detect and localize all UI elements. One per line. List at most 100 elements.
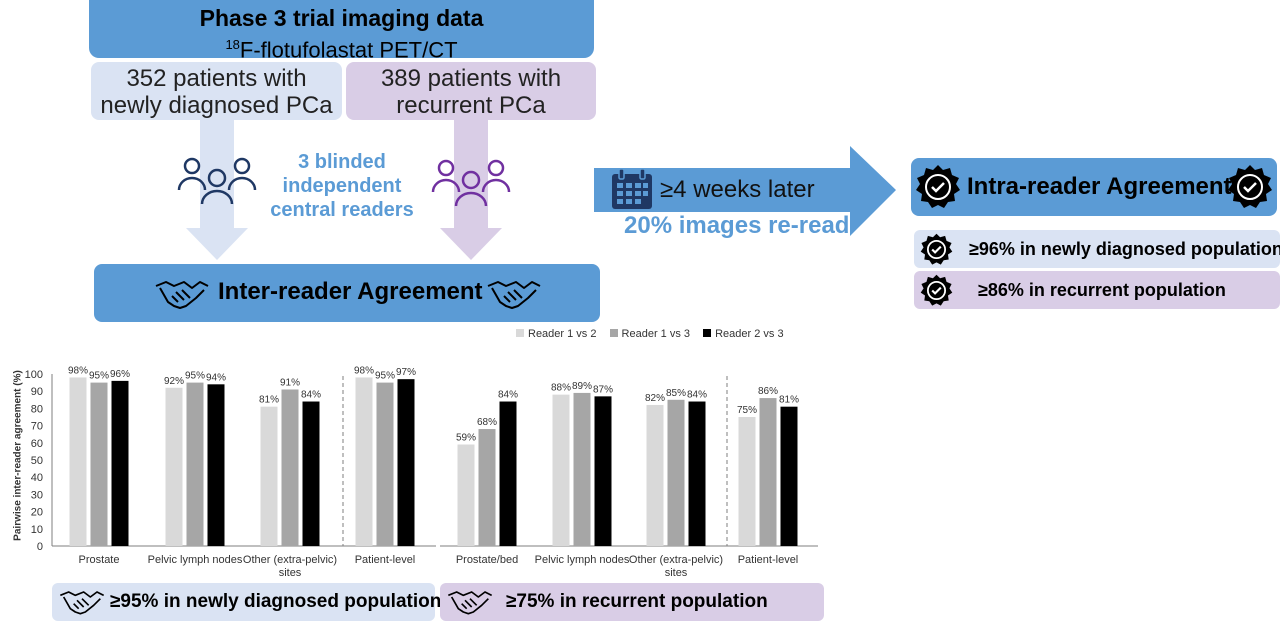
bar [738, 417, 756, 546]
trial-title: Phase 3 trial imaging data [199, 5, 484, 31]
weeks-later-text: ≥4 weeks later [660, 176, 815, 203]
data-label: 85% [666, 388, 686, 399]
trial-title-box: Phase 3 trial imaging data 18F-flotufola… [89, 0, 594, 62]
bar [302, 401, 320, 546]
bar [69, 377, 87, 546]
y-tick-label: 10 [31, 524, 43, 536]
data-label: 89% [572, 381, 592, 392]
summary-recurrent-label: ≥75% in recurrent population [506, 591, 768, 612]
y-tick-label: 90 [31, 386, 43, 398]
y-tick-label: 40 [31, 472, 43, 484]
bar [376, 382, 394, 546]
bar [594, 396, 612, 546]
bar [780, 406, 798, 546]
bar [207, 384, 225, 546]
data-label: 95% [375, 371, 395, 382]
bar [281, 389, 299, 546]
y-tick-label: 20 [31, 507, 43, 519]
legend-item: Reader 1 vs 3 [609, 328, 690, 340]
down-arrow-newly [186, 118, 248, 260]
intra-newly-diagnosed-box: ≥96% in newly diagnosed population [914, 230, 1280, 268]
bar [646, 404, 664, 546]
data-label: 81% [779, 395, 799, 406]
data-label: 84% [301, 390, 321, 401]
readers-icon-blue [177, 157, 257, 205]
intra-reader-agreement-box: Intra-reader Agreement [911, 158, 1277, 216]
data-label: 98% [68, 365, 88, 376]
data-label: 91% [280, 377, 300, 388]
x-tick-label: Prostate/bed [456, 554, 518, 566]
data-label: 96% [110, 369, 130, 380]
y-tick-label: 0 [37, 541, 43, 553]
data-label: 97% [396, 367, 416, 378]
images-reread-text: 20% images re-read [624, 212, 850, 239]
data-label: 59% [456, 433, 476, 444]
handshake-icon [60, 591, 105, 615]
blinded-readers-text: 3 blinded independent central readers [270, 151, 414, 221]
data-label: 86% [758, 386, 778, 397]
bar [90, 382, 108, 546]
intra-newly-diagnosed-label: ≥96% in newly diagnosed population [969, 239, 1280, 259]
chart-legend: Reader 1 vs 2 Reader 1 vs 3 Reader 2 vs … [516, 328, 794, 340]
x-tick-label: Patient-level [355, 554, 416, 566]
recurrent-population-box: 389 patients with recurrent PCa [346, 62, 596, 120]
y-tick-label: 30 [31, 489, 43, 501]
handshake-icon [448, 591, 493, 615]
readers-icon-purple [431, 159, 511, 207]
bar [688, 401, 706, 546]
summary-recurrent-box: ≥75% in recurrent population [440, 583, 824, 621]
summary-newly-diagnosed-box: ≥95% in newly diagnosed population [52, 583, 441, 621]
summary-newly-diagnosed-label: ≥95% in newly diagnosed population [110, 591, 442, 612]
y-tick-label: 70 [31, 421, 43, 433]
bar [397, 379, 415, 546]
data-label: 92% [164, 376, 184, 387]
x-tick-label: Patient-level [738, 554, 799, 566]
x-tick-label: Other (extra-pelvic) [243, 554, 337, 566]
data-label: 94% [206, 372, 226, 383]
bar [355, 377, 373, 546]
data-label: 82% [645, 393, 665, 404]
intra-reader-label: Intra-reader Agreement [967, 173, 1232, 200]
data-label: 95% [185, 371, 205, 382]
verified-badge-icon [1228, 165, 1272, 208]
verified-badge-icon [920, 274, 953, 306]
trial-subtitle: 18F-flotufolastat PET/CT [225, 37, 458, 63]
x-tick-label: sites [665, 567, 688, 579]
verified-badge-icon [920, 233, 953, 265]
data-label: 68% [477, 417, 497, 428]
calendar-icon [612, 168, 652, 209]
data-label: 88% [551, 383, 571, 394]
x-tick-label: sites [279, 567, 302, 579]
data-label: 95% [89, 371, 109, 382]
inter-reader-agreement-box: Inter-reader Agreement [94, 264, 600, 322]
bar [478, 429, 496, 546]
x-tick-label: Other (extra-pelvic) [629, 554, 723, 566]
handshake-icon [487, 281, 541, 309]
right-arrow-reread [594, 146, 896, 236]
bar [552, 394, 570, 546]
bar [111, 380, 129, 546]
data-label: 84% [498, 390, 518, 401]
legend-item: Reader 2 vs 3 [703, 328, 784, 340]
bar [667, 399, 685, 546]
y-tick-label: 80 [31, 403, 43, 415]
bar [573, 392, 591, 546]
data-label: 75% [737, 405, 757, 416]
x-tick-label: Pelvic lymph nodes [535, 554, 630, 566]
legend-item: Reader 1 vs 2 [516, 328, 596, 340]
bar [759, 398, 777, 546]
intra-recurrent-box: ≥86% in recurrent population [914, 271, 1280, 309]
bar [165, 387, 183, 546]
y-tick-label: 60 [31, 438, 43, 450]
x-tick-label: Pelvic lymph nodes [148, 554, 243, 566]
inter-reader-label: Inter-reader Agreement [218, 278, 483, 305]
x-tick-label: Prostate [79, 554, 120, 566]
y-tick-label: 100 [25, 369, 43, 381]
y-tick-label: 50 [31, 455, 43, 467]
bar [457, 444, 475, 546]
newly-diagnosed-population-box: 352 patients with newly diagnosed PCa [91, 62, 342, 120]
bar [260, 406, 278, 546]
bar [186, 382, 204, 546]
